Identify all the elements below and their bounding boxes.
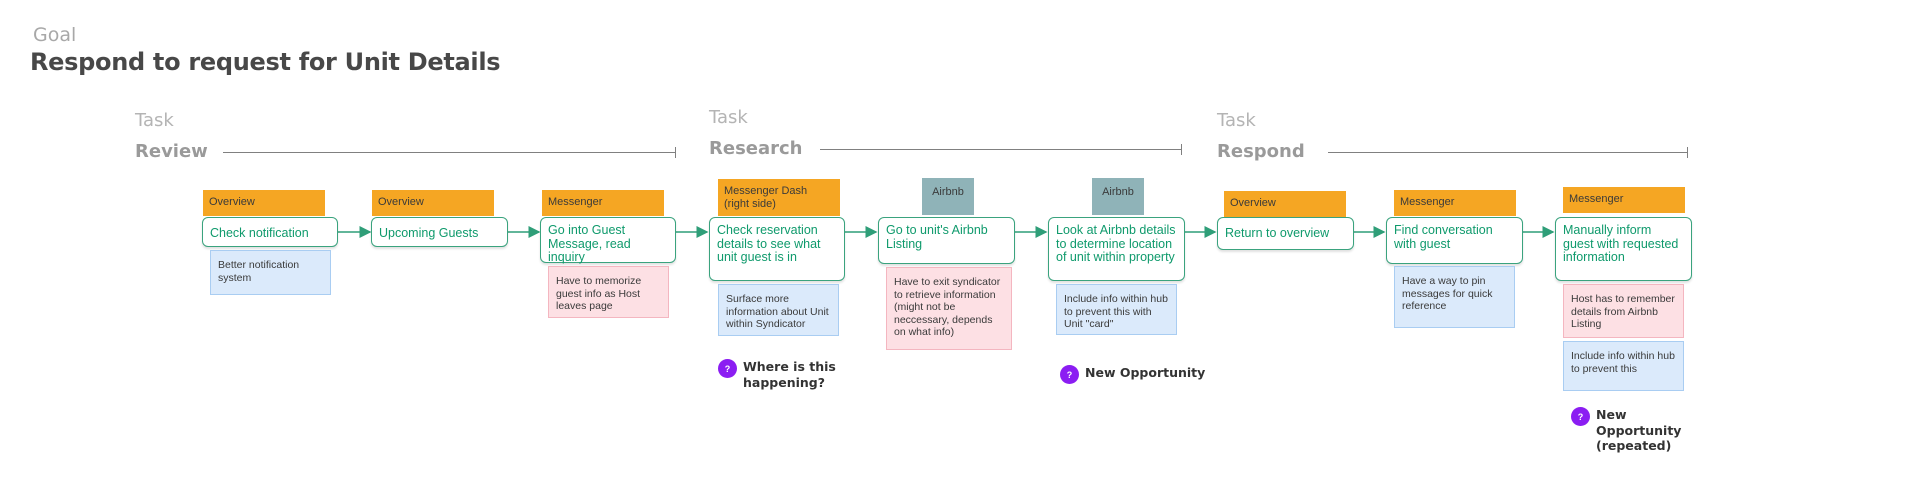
goal-title: Respond to request for Unit Details — [30, 48, 501, 76]
badge-text: Where is this happening? — [743, 359, 836, 390]
note-include-info-prevent: Include info within hub to prevent this — [1563, 341, 1684, 391]
task-label-research: Task — [709, 107, 748, 128]
badge-text: New Opportunity — [1085, 365, 1206, 380]
badge-text: New Opportunity (repeated) — [1596, 407, 1682, 454]
step-tag-messenger: Messenger — [1563, 187, 1685, 213]
step-tag-messenger: Messenger — [1394, 190, 1516, 216]
note-host-remember-details: Host has to remember details from Airbnb… — [1563, 284, 1684, 338]
task-span-respond — [1328, 147, 1688, 158]
question-icon: ? — [718, 359, 737, 378]
question-icon: ? — [1571, 407, 1590, 426]
step-tag-airbnb: Airbnb — [1092, 178, 1144, 215]
note-include-info-unit-card: Include info within hub to prevent this … — [1056, 284, 1177, 335]
step-tag-messenger: Messenger — [542, 190, 664, 216]
step-tag-overview: Overview — [203, 190, 325, 216]
badge-new-opportunity-repeated: ? New Opportunity (repeated) — [1571, 407, 1711, 454]
step-check-notification: Check notification — [202, 217, 338, 247]
step-tag-messenger-dash: Messenger Dash (right side) — [718, 179, 840, 216]
step-tag-overview: Overview — [372, 190, 494, 216]
step-go-into-guest-message: Go into Guest Message, read inquiry — [540, 217, 676, 264]
step-find-conversation: Find conversation with guest — [1386, 217, 1523, 264]
step-upcoming-guests: Upcoming Guests — [371, 217, 508, 247]
task-label-respond: Task — [1217, 110, 1256, 131]
question-icon: ? — [1060, 365, 1079, 384]
badge-where-happening: ? Where is this happening? — [718, 359, 843, 390]
task-span-research — [820, 144, 1182, 155]
note-pin-messages: Have a way to pin messages for quick ref… — [1394, 266, 1515, 328]
task-name-research: Research — [709, 138, 803, 159]
step-look-at-airbnb-details: Look at Airbnb details to determine loca… — [1048, 217, 1185, 281]
step-return-to-overview: Return to overview — [1217, 217, 1354, 250]
task-name-review: Review — [135, 141, 208, 162]
step-tag-overview: Overview — [1224, 191, 1346, 217]
step-check-reservation-details: Check reservation details to see what un… — [709, 217, 845, 281]
task-label-review: Task — [135, 110, 174, 131]
step-manually-inform-guest: Manually inform guest with requested inf… — [1555, 217, 1692, 281]
task-name-respond: Respond — [1217, 141, 1305, 162]
note-memorize-guest-info: Have to memorize guest info as Host leav… — [548, 266, 669, 318]
task-span-review — [223, 147, 676, 158]
step-tag-airbnb: Airbnb — [922, 178, 974, 215]
note-surface-unit-info: Surface more information about Unit with… — [718, 284, 839, 336]
badge-new-opportunity: ? New Opportunity — [1060, 365, 1205, 384]
note-exit-syndicator: Have to exit syndicator to retrieve info… — [886, 267, 1012, 350]
step-go-to-airbnb-listing: Go to unit's Airbnb Listing — [878, 217, 1015, 264]
note-better-notification: Better notification system — [210, 250, 331, 295]
goal-label: Goal — [33, 24, 77, 46]
